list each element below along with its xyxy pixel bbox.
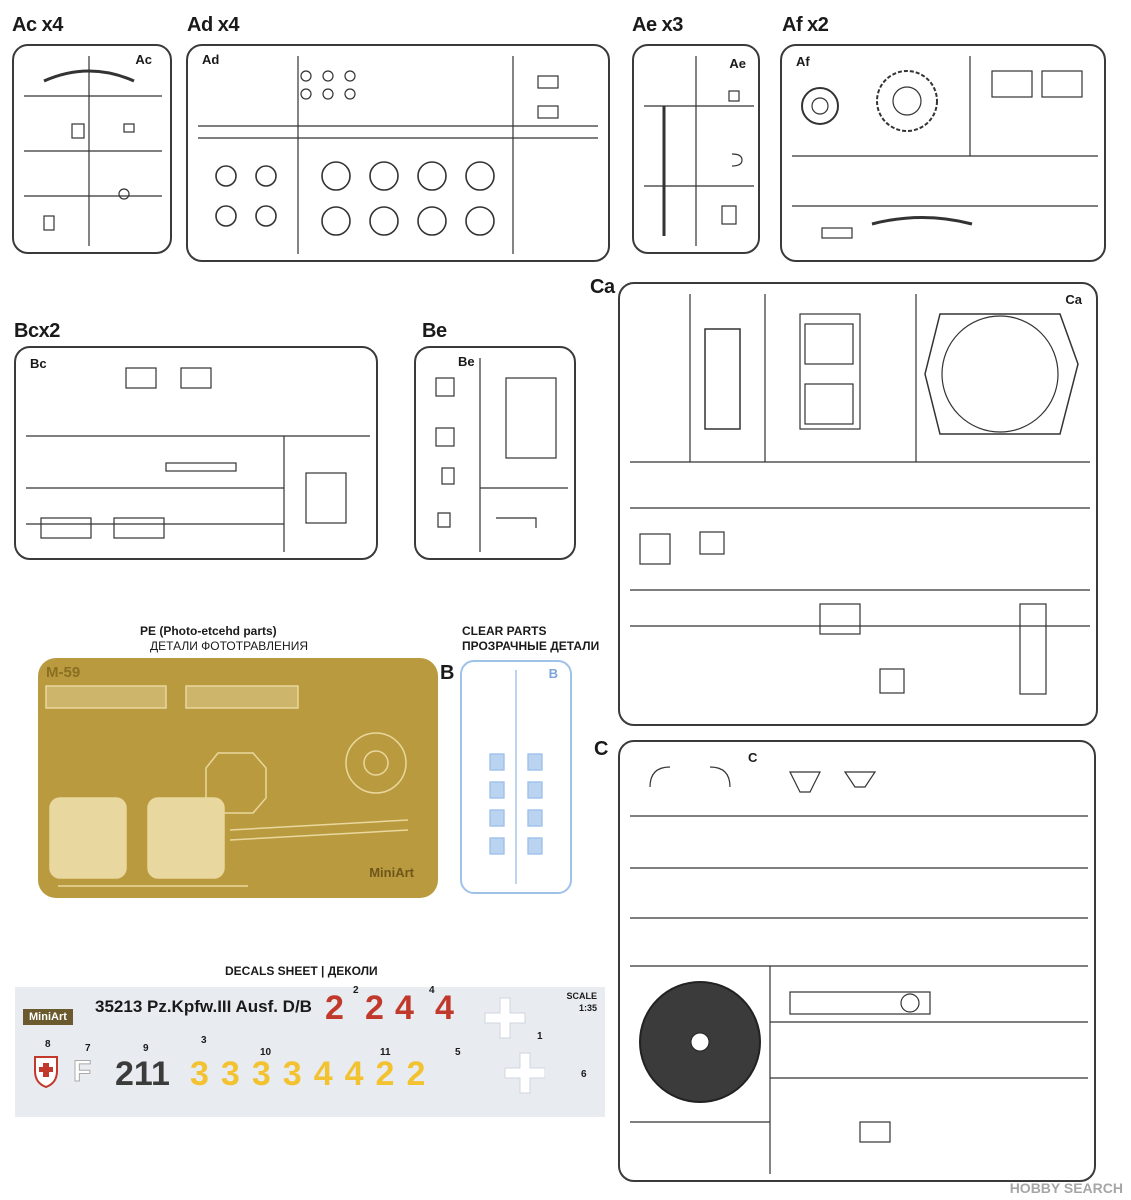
sprue-ad-tag: Ad	[202, 52, 220, 67]
sprue-be-frame: Be	[414, 346, 576, 560]
clear-sprue: B	[460, 660, 572, 894]
sprue-bc-title: Bcx2	[14, 320, 60, 342]
decal-index-6: 6	[581, 1069, 587, 1080]
sprue-be-title: Be	[422, 320, 447, 342]
balkenkreuz-decals	[484, 997, 545, 1094]
sprue-ac-frame: Ac	[12, 44, 172, 254]
sprue-ae-title: Ae x3	[632, 14, 683, 36]
decal-index-1: 1	[537, 1031, 543, 1042]
decal-index-7: 7	[85, 1043, 91, 1054]
decal-dark-number: 211	[115, 1055, 170, 1093]
sprue-ad-drawing	[198, 56, 598, 254]
pe-drawing	[45, 685, 409, 887]
decal-red-1: 2	[325, 989, 344, 1027]
sprue-ad-title: Ad x4	[187, 14, 239, 36]
pe-code: M-59	[46, 664, 81, 681]
decal-scale-value: 1:35	[578, 1003, 597, 1013]
decal-yellow-1: 3	[190, 1055, 221, 1093]
sprue-ac-tag: Ac	[135, 52, 152, 67]
decal-letter-f: F	[72, 1055, 92, 1089]
decal-index-10: 10	[260, 1047, 272, 1058]
decal-sheet: MiniArt 35213 Pz.Kpfw.III Ausf. D/B 2 2 …	[15, 985, 605, 1117]
watermark: HOBBY SEARCH	[1009, 1180, 1123, 1196]
pe-label-en: PE (Photo-etcehd parts)	[140, 624, 277, 638]
shield-emblem-icon	[34, 1056, 58, 1089]
sprue-c-frame: C	[618, 740, 1096, 1182]
sprue-ac-title: Ac x4	[12, 14, 63, 36]
sprue-c-title: C	[594, 738, 608, 760]
sprue-ca-title: Ca	[590, 276, 615, 298]
decal-index-11: 11	[380, 1047, 391, 1058]
sprue-ae-frame: Ae	[632, 44, 760, 254]
pe-fret: M-59 MiniArt	[38, 658, 438, 898]
decal-kit-name: 35213 Pz.Kpfw.III Ausf. D/B	[95, 997, 312, 1016]
sprue-bc-frame: Bc	[14, 346, 378, 560]
sprue-af-tag: Af	[796, 54, 810, 69]
decal-index-8: 8	[45, 1039, 51, 1050]
sprue-af-title: Af x2	[782, 14, 829, 36]
sprue-ac-drawing	[24, 56, 162, 246]
decal-index-9: 9	[143, 1043, 149, 1054]
clear-label-ru: ПРОЗРАЧНЫЕ ДЕТАЛИ	[462, 639, 600, 653]
pe-label-ru: ДЕТАЛИ ФОТОТРАВЛЕНИЯ	[150, 639, 308, 653]
sprue-ca-frame: Ca	[618, 282, 1098, 726]
decal-yellow-row: 33334422	[190, 1055, 437, 1094]
decal-yellow-8: 2	[406, 1055, 438, 1093]
clear-tag: B	[548, 666, 558, 681]
sprue-c-drawing	[630, 766, 1088, 1174]
decal-yellow-5: 4	[313, 1055, 345, 1093]
sprue-af-drawing	[792, 56, 1098, 239]
sprue-be-tag: Be	[458, 354, 475, 369]
clear-drawing	[489, 670, 543, 884]
decal-scale-label: SCALE	[566, 991, 597, 1001]
decal-yellow-3: 3	[251, 1055, 283, 1093]
decal-index-4: 4	[429, 985, 435, 996]
decal-yellow-4: 3	[282, 1055, 314, 1093]
sprue-bc-drawing	[26, 367, 370, 552]
sprue-b-title: B	[440, 662, 454, 684]
decal-yellow-7: 2	[375, 1055, 407, 1093]
decal-logo: MiniArt	[23, 1009, 73, 1025]
sprue-ca-drawing	[630, 294, 1090, 695]
decal-red-2: 2	[365, 989, 384, 1027]
decal-index-5: 5	[455, 1047, 461, 1058]
sprue-be-drawing	[435, 358, 568, 552]
decal-index-2: 2	[353, 985, 359, 996]
sprue-af-frame: Af	[780, 44, 1106, 262]
pe-logo: MiniArt	[369, 865, 414, 880]
decal-yellow-6: 4	[344, 1055, 376, 1093]
sprue-c-tag: C	[748, 750, 758, 765]
sprue-ae-tag: Ae	[729, 56, 746, 71]
sprue-ad-frame: Ad	[186, 44, 610, 262]
decal-yellow-2: 3	[220, 1055, 252, 1093]
decal-index-3: 3	[201, 1035, 207, 1046]
decal-header: DECALS SHEET | ДЕКОЛИ	[225, 964, 378, 978]
sprue-bc-tag: Bc	[30, 356, 47, 371]
sprue-ae-drawing	[644, 56, 754, 246]
clear-label-en: CLEAR PARTS	[462, 624, 547, 638]
sprue-ca-tag: Ca	[1065, 292, 1082, 307]
decal-red-4: 4	[435, 989, 454, 1027]
decal-red-3: 4	[395, 989, 414, 1027]
